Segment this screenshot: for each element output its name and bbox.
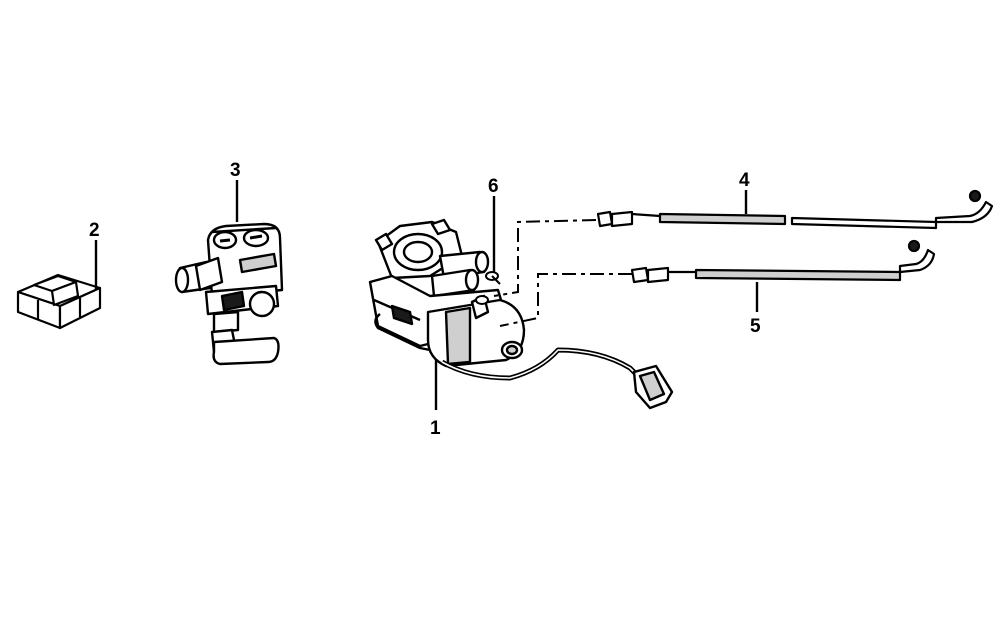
relay-block-part[interactable] [16,273,102,330]
upper-cable-part[interactable] [596,189,994,230]
leader-lines [94,180,759,410]
callout-1: 1 [430,418,441,439]
callout-4: 4 [739,170,750,191]
lower-cable-part[interactable] [630,239,936,284]
routing-lines [491,219,632,327]
callout-3: 3 [230,160,241,181]
switch-unit-part[interactable] [174,222,284,366]
callout-5: 5 [750,316,761,337]
callout-6: 6 [488,176,499,197]
motor-assembly-part[interactable] [368,218,674,410]
callout-2: 2 [89,220,100,241]
